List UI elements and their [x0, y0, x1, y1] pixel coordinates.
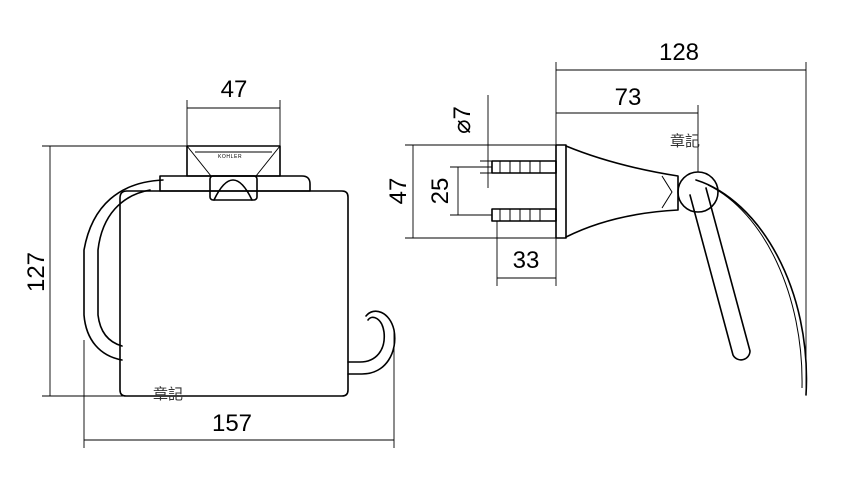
- dim-diameter-label: ⌀7: [449, 106, 476, 134]
- wall-mount-block: [186, 145, 281, 177]
- hook-arm: [347, 316, 385, 363]
- stamp-side: 章記: [670, 132, 700, 150]
- side-flap-inner: [707, 184, 803, 389]
- dim-diameter-line: [480, 95, 496, 188]
- dim-128-label: 128: [659, 39, 699, 66]
- hinge-knuckle-dome: [213, 179, 253, 201]
- dim-47-side-line: [405, 144, 556, 239]
- dim-73-line: [556, 105, 699, 172]
- dim-47-front-label: 47: [221, 76, 248, 103]
- dim-73-label: 73: [615, 84, 642, 111]
- dim-47-side-label: 47: [385, 178, 412, 205]
- dim-33-label: 33: [513, 247, 540, 274]
- anchor-bottom: [491, 208, 557, 222]
- hook-arm-outer: [347, 310, 396, 375]
- anchor-top: [491, 160, 557, 174]
- dim-25-line: [450, 166, 492, 216]
- dim-157-label: 157: [212, 410, 252, 437]
- wall-mount-facet: [186, 145, 281, 177]
- dim-25-label: 25: [427, 178, 454, 205]
- brand-mark: KOHLER: [218, 154, 242, 160]
- stamp-front: 章記: [153, 385, 183, 403]
- wall-plate: [555, 144, 567, 239]
- body-edge: [661, 175, 673, 209]
- front-view: KOHLER 127 47 157 章記: [23, 76, 396, 448]
- dim-47-front-line: [186, 100, 281, 146]
- holder-arm-inner: [97, 189, 151, 347]
- dim-127-line: [42, 145, 187, 397]
- cover-flap: [119, 190, 349, 397]
- body-taper: [565, 145, 679, 238]
- hinge-circle: [677, 171, 719, 213]
- dim-157-line: [83, 330, 395, 448]
- holder-arm: [83, 179, 164, 361]
- side-flap: [695, 179, 808, 396]
- side-view: 128 73 ⌀7 47 25 33 章記: [385, 39, 808, 396]
- side-arm: [689, 187, 751, 361]
- cover-top-bar: [159, 175, 311, 192]
- dim-128-line: [555, 62, 807, 395]
- dim-33-line: [496, 221, 557, 286]
- dim-127-label: 127: [23, 252, 50, 292]
- hinge-knuckle: [209, 175, 258, 201]
